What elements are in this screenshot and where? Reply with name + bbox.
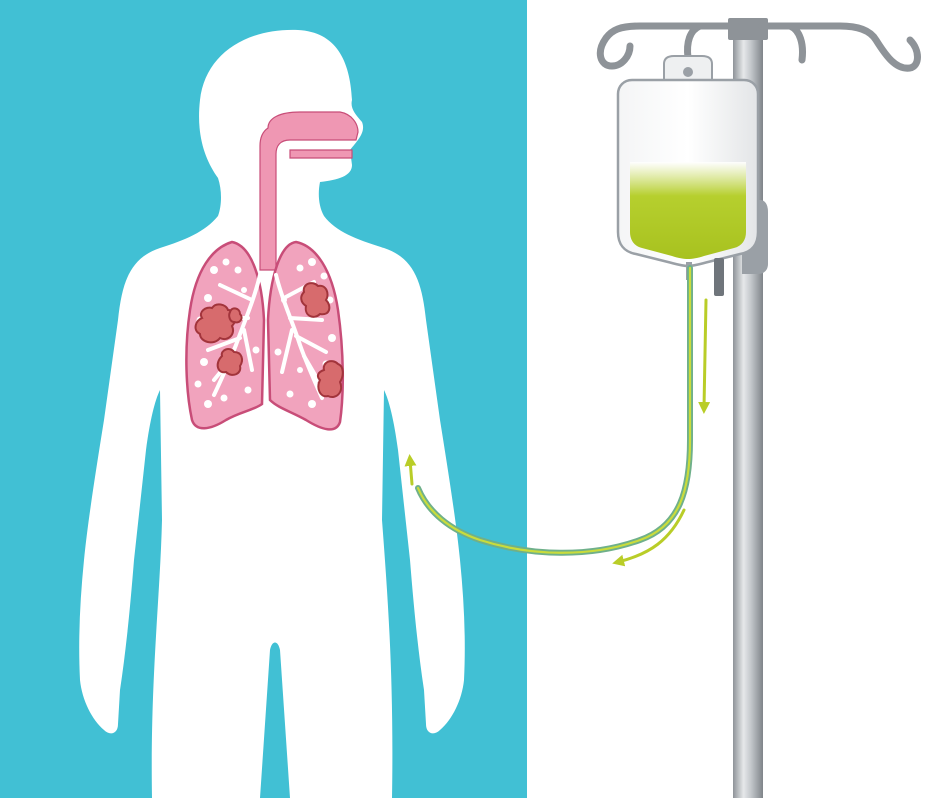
iv-fluid: [630, 162, 746, 259]
tumor: [229, 308, 241, 322]
tumor: [218, 349, 242, 375]
bag-port-right: [714, 258, 724, 296]
tumor: [301, 283, 329, 317]
flow-arrow-up: [410, 460, 412, 484]
flow-arrow-down: [704, 300, 706, 408]
